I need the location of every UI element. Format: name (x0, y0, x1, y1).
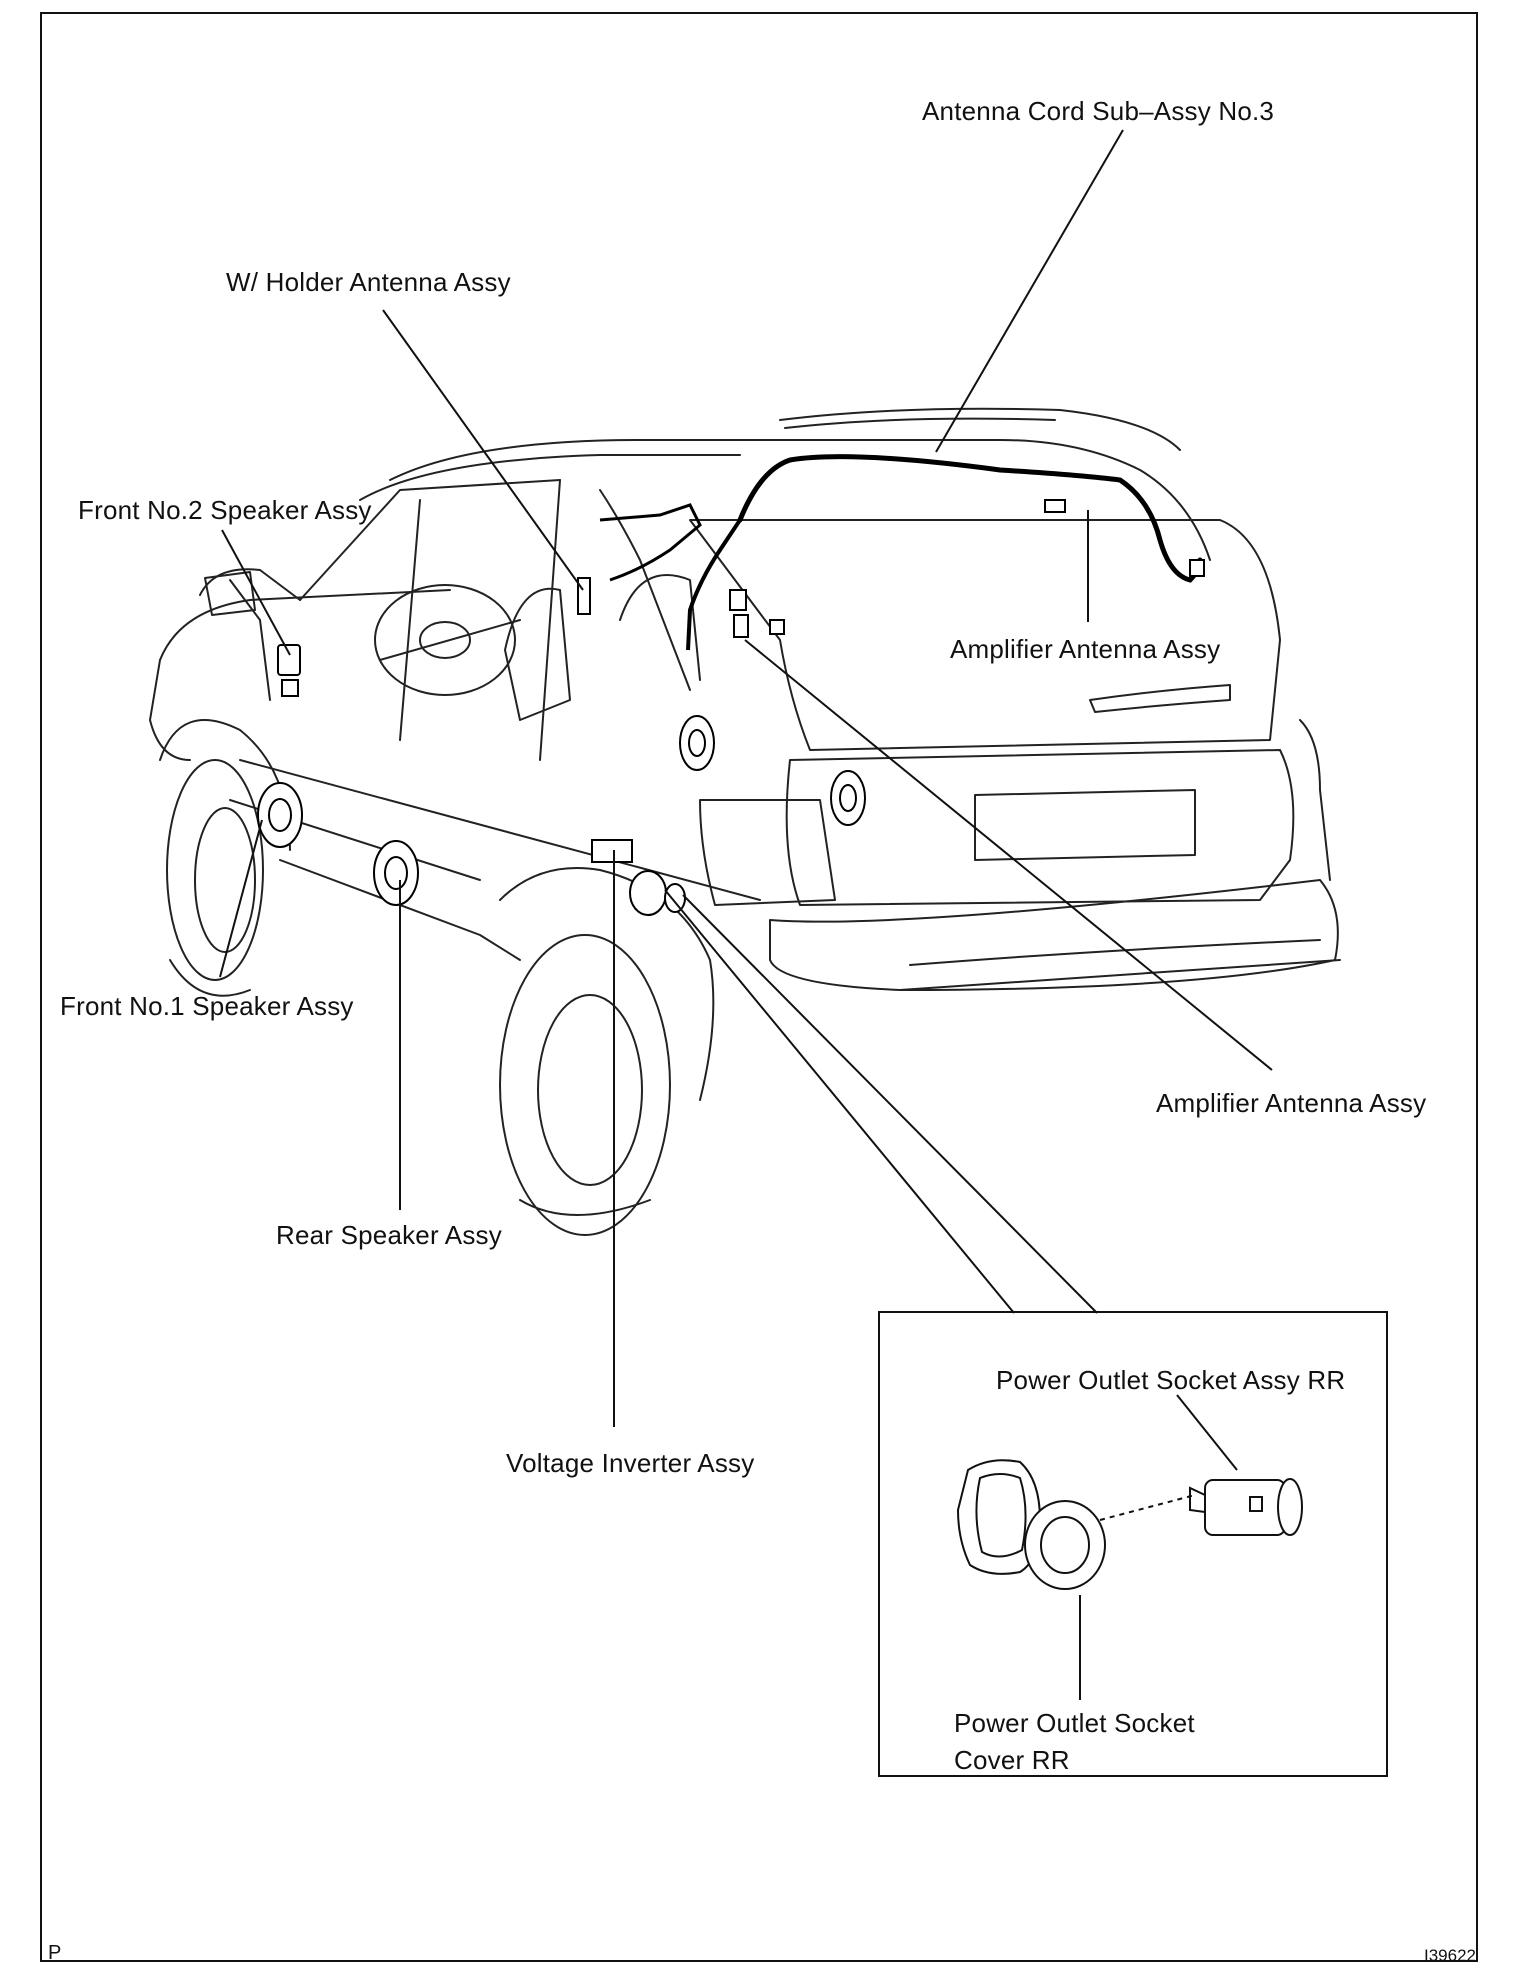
diagram-frame (40, 12, 1478, 1962)
label-amplifier-antenna-upper: Amplifier Antenna Assy (950, 634, 1221, 664)
label-power-outlet-socket: Power Outlet Socket Assy RR (996, 1365, 1346, 1395)
label-power-outlet-cover-line1: Power Outlet Socket (954, 1708, 1195, 1738)
footer-right-code: I39622 (1424, 1946, 1476, 1965)
label-rear-speaker: Rear Speaker Assy (276, 1220, 502, 1250)
footer-left-code: P (48, 1942, 62, 1964)
label-voltage-inverter: Voltage Inverter Assy (506, 1448, 755, 1478)
label-holder-antenna: W/ Holder Antenna Assy (226, 267, 511, 297)
power-outlet-inset (878, 1311, 1388, 1777)
label-amplifier-antenna-lower: Amplifier Antenna Assy (1156, 1088, 1427, 1118)
label-front-no1-speaker: Front No.1 Speaker Assy (60, 991, 354, 1021)
label-front-no2-speaker: Front No.2 Speaker Assy (78, 495, 372, 525)
label-antenna-cord: Antenna Cord Sub–Assy No.3 (922, 96, 1275, 126)
label-power-outlet-cover-line2: Cover RR (954, 1745, 1070, 1775)
